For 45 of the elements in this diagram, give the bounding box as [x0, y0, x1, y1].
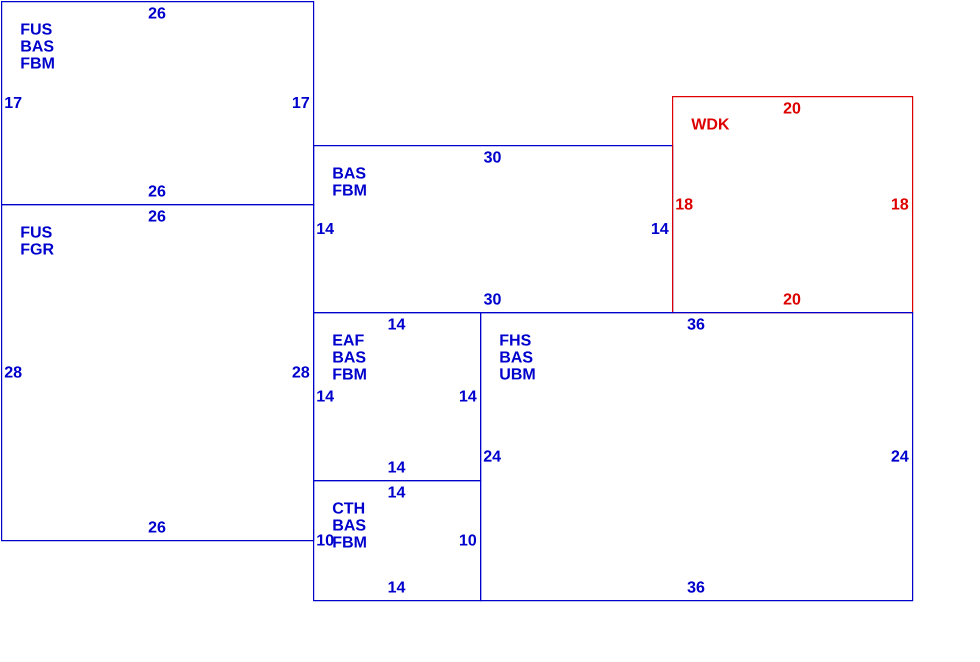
dimension-label: 18	[892, 198, 908, 210]
dimension-label: 28	[4, 366, 22, 378]
dimension-label: 26	[148, 185, 166, 197]
dimension-label: 26	[148, 210, 166, 222]
dimension-label: 24	[484, 450, 501, 462]
dimension-label: 10	[460, 534, 476, 546]
dimension-label: 17	[292, 97, 310, 108]
dimension-label: 14	[388, 486, 406, 498]
room-code: BAS	[500, 351, 532, 363]
dimension-label: 30	[484, 293, 501, 305]
room-code: CTH	[332, 502, 364, 514]
room-code: FUS	[21, 226, 52, 238]
room-code: BAS	[333, 519, 366, 531]
dimension-label: 14	[388, 318, 406, 330]
dimension-label: 18	[676, 198, 693, 210]
room-code: FUS	[21, 23, 52, 35]
room-code: FBM	[333, 536, 366, 548]
dimension-label: 26	[148, 7, 166, 19]
room-code: FGR	[21, 243, 54, 255]
room-code: BAS	[333, 167, 366, 179]
room-code: FHS	[500, 334, 531, 346]
dimension-label: 36	[688, 318, 704, 330]
dimension-label: 20	[784, 293, 800, 305]
dimension-label: 36	[688, 581, 704, 593]
dimension-label: 30	[484, 151, 501, 163]
dimension-label: 26	[148, 521, 166, 533]
room-code: FBM	[21, 58, 54, 68]
dimension-label: 14	[652, 223, 669, 234]
dimension-label: 24	[892, 450, 909, 462]
room-code: FBM	[333, 368, 366, 380]
dimension-label: 20	[784, 102, 800, 114]
room-code: BAS	[333, 351, 366, 363]
dimension-label: 10	[317, 534, 334, 546]
dimension-label: 17	[5, 97, 22, 108]
room-code: UBM	[500, 368, 535, 380]
dimension-label: 14	[317, 390, 334, 402]
room-code: WDK	[691, 118, 730, 130]
dimension-label: 14	[388, 462, 406, 473]
room-code: EAF	[333, 334, 364, 346]
dimension-label: 14	[460, 390, 477, 402]
dimension-label: 14	[388, 582, 406, 592]
room-code: FBM	[333, 184, 366, 196]
dimension-label: 28	[292, 366, 310, 378]
room-code: BAS	[21, 40, 54, 52]
dimension-label: 14	[317, 223, 334, 234]
